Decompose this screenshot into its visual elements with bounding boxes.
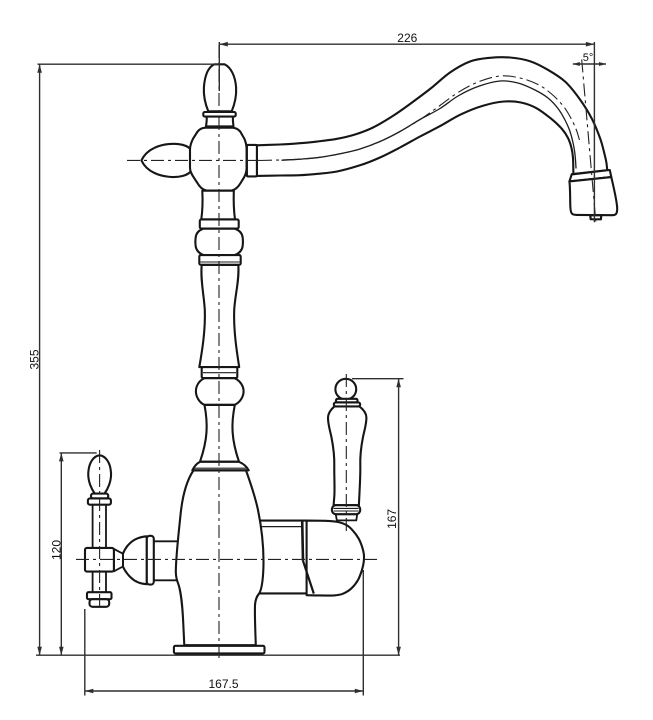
svg-text:355: 355 <box>28 349 42 369</box>
svg-text:226: 226 <box>397 31 417 45</box>
svg-text:167: 167 <box>385 509 399 529</box>
svg-text:120: 120 <box>49 540 63 560</box>
svg-text:5°: 5° <box>583 52 594 64</box>
svg-text:167.5: 167.5 <box>208 677 238 691</box>
